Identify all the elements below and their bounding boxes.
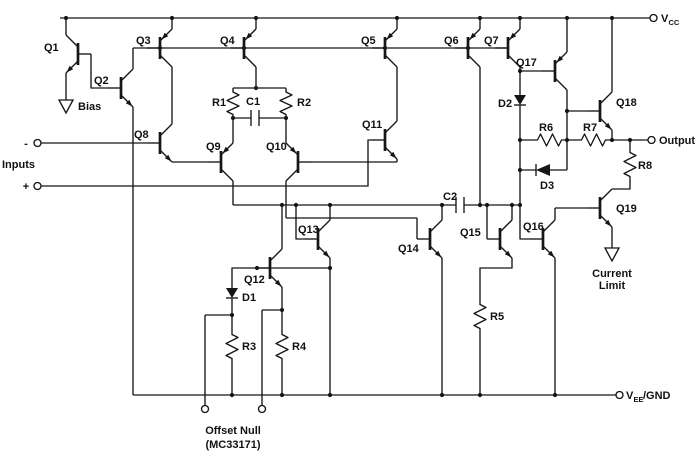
transistor-q15: Q15 bbox=[460, 218, 514, 260]
transistor-q5-label: Q5 bbox=[361, 35, 376, 47]
diode-d3: D3 bbox=[535, 164, 554, 192]
offset-null-terminal-1 bbox=[200, 404, 210, 414]
transistor-q8-label: Q8 bbox=[134, 129, 149, 141]
resistor-r6-label: R6 bbox=[539, 122, 553, 134]
resistor-r2-label: R2 bbox=[297, 97, 311, 109]
transistor-q16-label: Q16 bbox=[523, 221, 544, 233]
inputs-label: Inputs bbox=[2, 159, 35, 171]
resistor-r3-label: R3 bbox=[242, 341, 256, 353]
transistor-q10-label: Q10 bbox=[266, 141, 287, 153]
transistor-q13: Q13 bbox=[298, 218, 332, 260]
junction-dots bbox=[63, 15, 633, 398]
inverting-input-terminal: - bbox=[24, 138, 42, 150]
transistor-q2: Q2 bbox=[94, 67, 135, 109]
transistor-q9: Q9 bbox=[206, 141, 235, 183]
noninverting-input-terminal: + bbox=[23, 181, 42, 193]
transistor-q1-label: Q1 bbox=[44, 42, 59, 54]
vcc-label: V bbox=[661, 13, 669, 25]
transistor-q12: Q12 bbox=[244, 247, 284, 289]
transistor-q4: Q4 bbox=[220, 27, 258, 69]
resistor-r6: R6 bbox=[533, 122, 565, 147]
diode-d2: D2 bbox=[498, 95, 526, 110]
diode-d3-label: D3 bbox=[540, 180, 554, 192]
transistor-q15-label: Q15 bbox=[460, 227, 481, 239]
current-limit-label-2: Limit bbox=[599, 280, 626, 292]
diode-d1: D1 bbox=[226, 288, 256, 304]
current-limit-label-1: Current bbox=[592, 268, 632, 280]
resistor-r8: R8 bbox=[623, 148, 652, 180]
capacitor-c1-label: C1 bbox=[246, 96, 260, 108]
vcc-terminal: V CC bbox=[649, 13, 680, 27]
transistor-q12-label: Q12 bbox=[244, 274, 265, 286]
transistor-q6-label: Q6 bbox=[444, 35, 459, 47]
resistor-r5-label: R5 bbox=[490, 311, 504, 323]
vcc-label-sub: CC bbox=[669, 18, 680, 27]
offset-null-label: Offset Null bbox=[205, 425, 261, 437]
vee-label-suffix: /GND bbox=[643, 390, 671, 402]
output-terminal: Output bbox=[647, 135, 695, 147]
transistor-q7: Q7 bbox=[484, 27, 522, 69]
resistor-r7: R7 bbox=[577, 122, 609, 147]
transistor-q6: Q6 bbox=[444, 27, 482, 69]
transistor-q16: Q16 bbox=[523, 218, 557, 260]
capacitor-c2-label: C2 bbox=[443, 191, 457, 203]
transistor-q10: Q10 bbox=[266, 141, 313, 183]
transistor-q19: Q19 bbox=[585, 187, 637, 229]
transistor-q2-label: Q2 bbox=[94, 75, 109, 87]
vee-label-sub: EE bbox=[634, 395, 644, 404]
resistor-r2: R2 bbox=[279, 88, 311, 118]
transistor-q19-label: Q19 bbox=[616, 203, 637, 215]
resistor-r8-label: R8 bbox=[638, 160, 652, 172]
noninverting-input-label: + bbox=[23, 181, 29, 193]
vee-label: V bbox=[626, 390, 634, 402]
transistor-q9-label: Q9 bbox=[206, 141, 221, 153]
transistor-q1: Q1 bbox=[44, 33, 93, 75]
transistor-q17-label: Q17 bbox=[516, 57, 537, 69]
capacitor-c1: C1 bbox=[246, 96, 260, 126]
transistor-q18-label: Q18 bbox=[616, 97, 637, 109]
offset-null-terminal-2 bbox=[257, 404, 267, 414]
bias-arrow: Bias bbox=[57, 99, 101, 115]
output-label: Output bbox=[659, 135, 695, 147]
bias-label: Bias bbox=[78, 101, 101, 113]
current-limit-arrow: Current Limit bbox=[592, 247, 632, 292]
transistor-q14-label: Q14 bbox=[398, 243, 420, 255]
transistor-q11: Q11 bbox=[362, 119, 399, 161]
inverting-input-label: - bbox=[24, 138, 28, 150]
transistor-q3-label: Q3 bbox=[136, 35, 151, 47]
transistor-q4-label: Q4 bbox=[220, 35, 236, 47]
wires bbox=[41, 18, 648, 405]
transistor-q8: Q8 bbox=[134, 122, 174, 164]
transistor-q3: Q3 bbox=[136, 27, 174, 69]
transistor-q7-label: Q7 bbox=[484, 35, 499, 47]
transistor-q14: Q14 bbox=[398, 218, 444, 260]
diode-d2-label: D2 bbox=[498, 98, 512, 110]
vee-gnd-terminal: V EE /GND bbox=[615, 390, 671, 404]
resistor-r7-label: R7 bbox=[583, 122, 597, 134]
capacitor-c2: C2 bbox=[443, 191, 465, 213]
transistor-q13-label: Q13 bbox=[298, 224, 319, 236]
part-number-label: (MC33171) bbox=[205, 439, 260, 451]
resistor-r1: R1 bbox=[212, 88, 240, 118]
transistor-q5: Q5 bbox=[361, 27, 399, 69]
resistor-r4-label: R4 bbox=[292, 341, 307, 353]
resistor-r4: R4 bbox=[275, 330, 307, 362]
resistor-r3: R3 bbox=[225, 330, 256, 362]
transistor-q17: Q17 bbox=[516, 50, 569, 92]
resistor-r5: R5 bbox=[473, 300, 504, 332]
transistor-q11-label: Q11 bbox=[362, 119, 382, 131]
transistor-q18: Q18 bbox=[585, 90, 637, 132]
resistor-r1-label: R1 bbox=[212, 97, 226, 109]
diode-d1-label: D1 bbox=[242, 292, 256, 304]
